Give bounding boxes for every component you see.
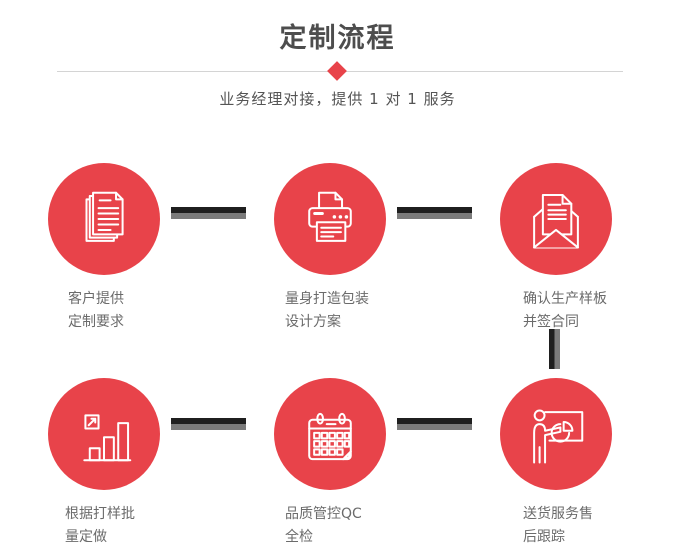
step-caption-quality-control: 品质管控QC 全检: [285, 503, 362, 549]
documents-icon: [69, 184, 139, 254]
caption-line: 量定做: [65, 529, 107, 545]
step-circle-delivery-tracking: [500, 378, 612, 490]
caption-line: 并签合同: [523, 314, 579, 330]
presentation-icon: [521, 399, 591, 469]
page-title: 定制流程: [279, 23, 396, 54]
caption-line: 设计方案: [285, 314, 341, 330]
connector-step1-step2: [171, 207, 246, 219]
step-circle-sample-contract: [500, 163, 612, 275]
caption-line: 量身打造包装: [285, 291, 369, 307]
caption-line: 确认生产样板: [523, 291, 607, 307]
step-caption-sample-contract: 确认生产样板 并签合同: [523, 288, 607, 334]
caption-line: 品质管控QC: [285, 506, 362, 522]
caption-line: 全检: [285, 529, 313, 545]
envelope-icon: [521, 184, 591, 254]
step-caption-batch-production: 根据打样批 量定做: [65, 503, 135, 549]
caption-line: 后跟踪: [523, 529, 565, 545]
caption-line: 客户提供: [68, 291, 124, 307]
connector-step4-step5: [171, 418, 246, 430]
connector-step2-step3: [397, 207, 472, 219]
step-caption-delivery-tracking: 送货服务售 后跟踪: [523, 503, 593, 549]
page-subtitle: 业务经理对接，提供 1 对 1 服务: [219, 90, 456, 108]
step-caption-customer-requirements: 客户提供 定制要求: [68, 288, 124, 334]
step-circle-batch-production: [48, 378, 160, 490]
step-circle-customer-requirements: [48, 163, 160, 275]
diamond-icon: [327, 61, 347, 81]
connector-step5-step6: [397, 418, 472, 430]
step-circle-quality-control: [274, 378, 386, 490]
printer-icon: [295, 184, 365, 254]
caption-line: 送货服务售: [523, 506, 593, 522]
calendar-icon: [295, 399, 365, 469]
connector-step3-step6: [549, 329, 560, 369]
caption-line: 根据打样批: [65, 506, 135, 522]
caption-line: 定制要求: [68, 314, 124, 330]
step-caption-packaging-design: 量身打造包装 设计方案: [285, 288, 369, 334]
step-circle-packaging-design: [274, 163, 386, 275]
bar-chart-icon: [69, 399, 139, 469]
